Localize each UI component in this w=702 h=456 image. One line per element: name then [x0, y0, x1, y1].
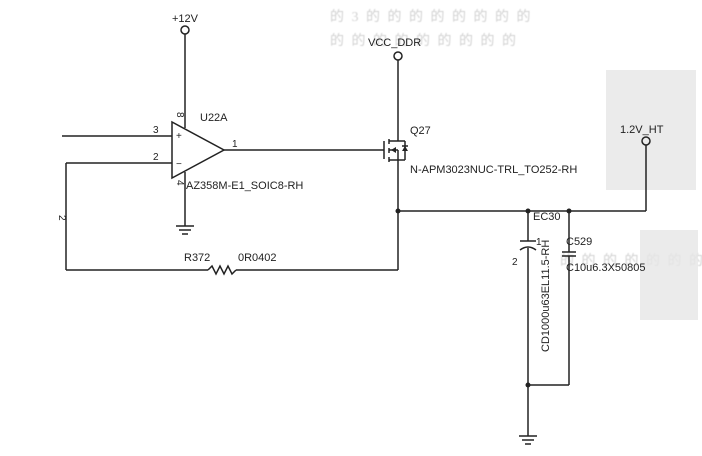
resistor-ref-label: R372: [184, 252, 210, 264]
bleed-blob-1: [606, 70, 696, 190]
mosfet-q27[interactable]: [383, 139, 408, 162]
bleed-text-1: 的 3 的 的 的 的 的 的 的 的: [330, 10, 533, 25]
resistor-r372[interactable]: [207, 264, 237, 276]
out-1v2-label: 1.2V_HT: [620, 124, 664, 136]
opamp-symbol: [171, 120, 226, 180]
opamp-ref-label: U22A: [200, 112, 228, 124]
opamp-plus-sign: +: [176, 131, 182, 142]
feedback-wire-label: 2: [56, 215, 67, 221]
bleed-blob-2: [640, 230, 698, 320]
capacitor-ec30[interactable]: [519, 240, 537, 251]
capacitor-c529[interactable]: [562, 251, 576, 257]
vcc-ddr-terminal[interactable]: [393, 51, 403, 61]
bleed-text-2: 的 的 的 的 的 的 的 的 的: [330, 34, 518, 49]
vcc-ddr-label: VCC_DDR: [368, 37, 421, 49]
opamp-pin1-label: 1: [232, 139, 238, 150]
ground-symbol-caps: [519, 435, 537, 445]
opamp-minus-sign: −: [176, 159, 182, 170]
ec30-pin2-label: 2: [512, 257, 518, 268]
opamp-pin2-label: 2: [153, 152, 159, 163]
opamp-pin4-label: 4: [174, 180, 185, 186]
out-1v2-terminal[interactable]: [641, 136, 651, 146]
resistor-value-label: 0R0402: [238, 252, 277, 264]
ec30-part-label: CD1000u63EL11.5-RH: [540, 240, 552, 352]
opamp-pin3-label: 3: [153, 125, 159, 136]
opamp-u22a[interactable]: + −: [171, 120, 226, 180]
c529-part-label: C10u6.3X50805: [566, 262, 646, 274]
ec30-ref-label: EC30: [533, 211, 561, 223]
c529-ref-label: C529: [566, 236, 592, 248]
mosfet-part-label: N-APM3023NUC-TRL_TO252-RH: [410, 164, 577, 176]
ec30-pin1-label: 1: [536, 237, 542, 248]
ground-symbol-opamp: [176, 225, 194, 235]
supply-12v-terminal[interactable]: [180, 25, 190, 35]
opamp-part-label: AZ358M-E1_SOIC8-RH: [186, 180, 303, 192]
opamp-pin8-label: 8: [174, 112, 185, 118]
supply-12v-label: +12V: [172, 13, 199, 25]
mosfet-ref-label: Q27: [410, 125, 431, 137]
